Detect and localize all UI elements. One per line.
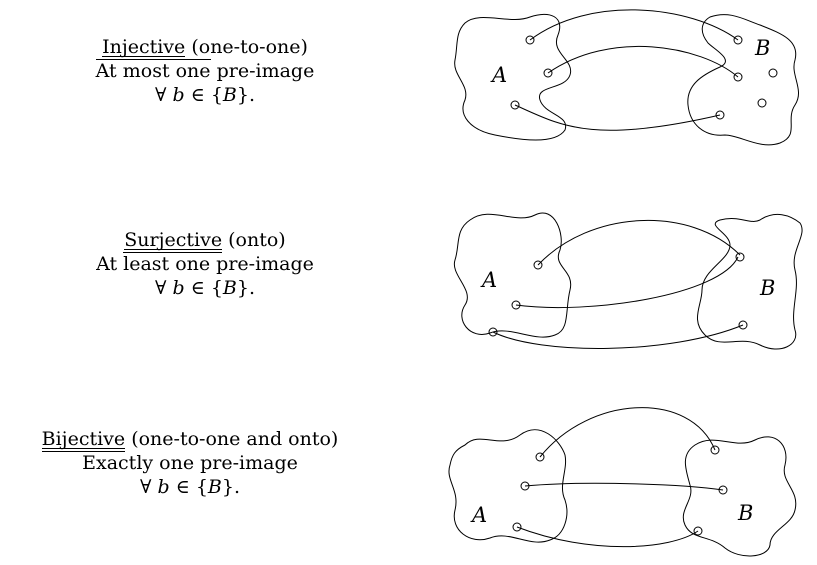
surjective-condition-rest: pre-image: [210, 253, 314, 275]
surjective-condition: At least one pre-image: [40, 252, 370, 276]
bijective-panel: Bijective (one-to-one and onto) Exactly …: [0, 385, 817, 565]
point-b1: [710, 445, 720, 455]
point-a2: [543, 68, 553, 78]
injective-term: Injective: [102, 36, 186, 60]
element-of-symbol: ∈ {: [169, 476, 208, 498]
quantifier-set: B: [222, 277, 237, 299]
point-a1: [535, 452, 545, 462]
point-b3: [715, 110, 725, 120]
forall-symbol: ∀: [154, 277, 173, 299]
injective-quantifier: ∀ b ∈ {B}.: [60, 83, 350, 107]
surjective-description: Surjective (onto) At least one pre-image…: [40, 228, 370, 300]
point-b5: [757, 98, 767, 108]
surjective-term: Surjective: [124, 229, 223, 253]
forall-symbol: ∀: [139, 476, 158, 498]
set-b-blob: [687, 14, 800, 146]
arrow-3: [514, 104, 721, 131]
point-a3: [510, 100, 520, 110]
set-a-label: A: [480, 268, 497, 292]
element-of-symbol: ∈ {: [184, 277, 223, 299]
surjective-diagram: A B: [453, 212, 803, 350]
surjective-gloss: (onto): [222, 229, 286, 251]
surjective-panel: Surjective (onto) At least one pre-image…: [0, 190, 817, 370]
quantifier-set: B: [222, 84, 237, 106]
point-a2: [511, 300, 521, 310]
set-b-blob: [696, 213, 803, 350]
injective-condition: At most one pre-image: [60, 59, 350, 83]
quantifier-close: }.: [236, 84, 256, 106]
arrow-1: [539, 407, 716, 458]
set-a-label: A: [470, 503, 487, 527]
injective-overlined: At most one: [95, 59, 211, 82]
element-of-symbol: ∈ {: [184, 84, 223, 106]
quantifier-variable: b: [172, 84, 185, 106]
quantifier-variable: b: [172, 277, 185, 299]
point-b1: [733, 35, 743, 45]
injective-description: Injective (one-to-one) At most one pre-i…: [60, 35, 350, 107]
point-b1: [735, 252, 745, 262]
point-b2: [718, 485, 728, 495]
point-b2: [733, 72, 743, 82]
quantifier-close: }.: [236, 277, 256, 299]
arrow-3: [516, 526, 699, 548]
arrow-2: [524, 482, 724, 491]
set-a-blob: [454, 13, 572, 141]
injective-title: Injective (one-to-one): [60, 35, 350, 60]
surjective-overlined: least one: [123, 252, 211, 275]
point-b4: [768, 68, 778, 78]
set-b-label: B: [737, 501, 753, 525]
point-b2: [738, 320, 748, 330]
bijective-quantifier: ∀ b ∈ {B}.: [0, 475, 380, 499]
set-b-blob: [682, 436, 797, 557]
bijective-description: Bijective (one-to-one and onto) Exactly …: [0, 427, 380, 499]
injective-condition-rest: pre-image: [210, 60, 315, 82]
point-b3: [693, 526, 703, 536]
bijective-title: Bijective (one-to-one and onto): [0, 427, 380, 452]
set-b-label: B: [754, 36, 770, 60]
point-a2: [520, 481, 530, 491]
quantifier-variable: b: [157, 476, 170, 498]
arrow-1: [537, 220, 741, 266]
point-a3: [488, 327, 498, 337]
point-a1: [533, 260, 543, 270]
set-a-blob: [453, 212, 572, 338]
surjective-title: Surjective (onto): [40, 228, 370, 253]
point-a3: [512, 522, 522, 532]
point-a1: [525, 35, 535, 45]
bijective-term: Bijective: [41, 428, 126, 452]
bijective-gloss: (one-to-one and onto): [125, 428, 339, 450]
injective-gloss: (one-to-one): [185, 36, 308, 58]
arrow-2: [547, 46, 739, 78]
bijective-diagram: A B: [448, 407, 797, 557]
quantifier-close: }.: [221, 476, 241, 498]
set-b-label: B: [759, 276, 775, 300]
set-a-blob: [448, 429, 568, 543]
surjective-condition-pre: At: [96, 253, 124, 275]
quantifier-set: B: [207, 476, 222, 498]
injective-panel: Injective (one-to-one) At most one pre-i…: [0, 0, 817, 180]
arrow-1: [529, 9, 739, 41]
set-a-label: A: [490, 63, 507, 87]
arrow-2: [515, 256, 739, 309]
arrow-3: [492, 324, 744, 349]
injective-diagram: A B: [454, 9, 800, 146]
surjective-quantifier: ∀ b ∈ {B}.: [40, 276, 370, 300]
bijective-condition: Exactly one pre-image: [82, 452, 298, 474]
forall-symbol: ∀: [154, 84, 173, 106]
